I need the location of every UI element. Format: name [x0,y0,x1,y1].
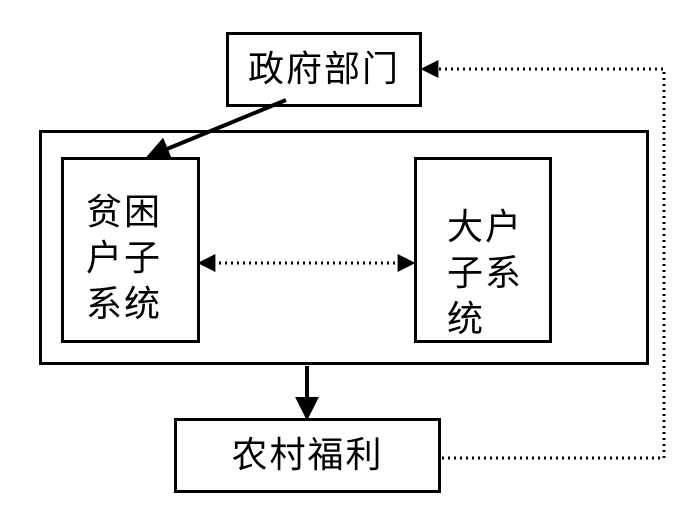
large-subsystem-node: 大户 子系 统 [414,157,552,343]
large-subsystem-label: 大户 子系 统 [447,205,523,343]
government-node: 政府部门 [226,32,422,107]
poor-subsystem-line-3: 系统 [86,284,163,325]
government-label: 政府部门 [247,48,400,90]
poor-subsystem-line-2: 户子 [86,238,163,279]
poor-subsystem-node: 贫困 户子 系统 [61,157,200,343]
poor-subsystem-label: 贫困 户子 系统 [86,190,162,328]
large-subsystem-line-2: 子系 [447,253,524,294]
large-subsystem-line-3: 统 [447,299,486,340]
large-subsystem-line-1: 大户 [447,207,524,248]
rural-welfare-label: 农村福利 [231,434,384,476]
rural-welfare-node: 农村福利 [174,418,441,493]
poor-subsystem-line-1: 贫困 [86,192,163,233]
